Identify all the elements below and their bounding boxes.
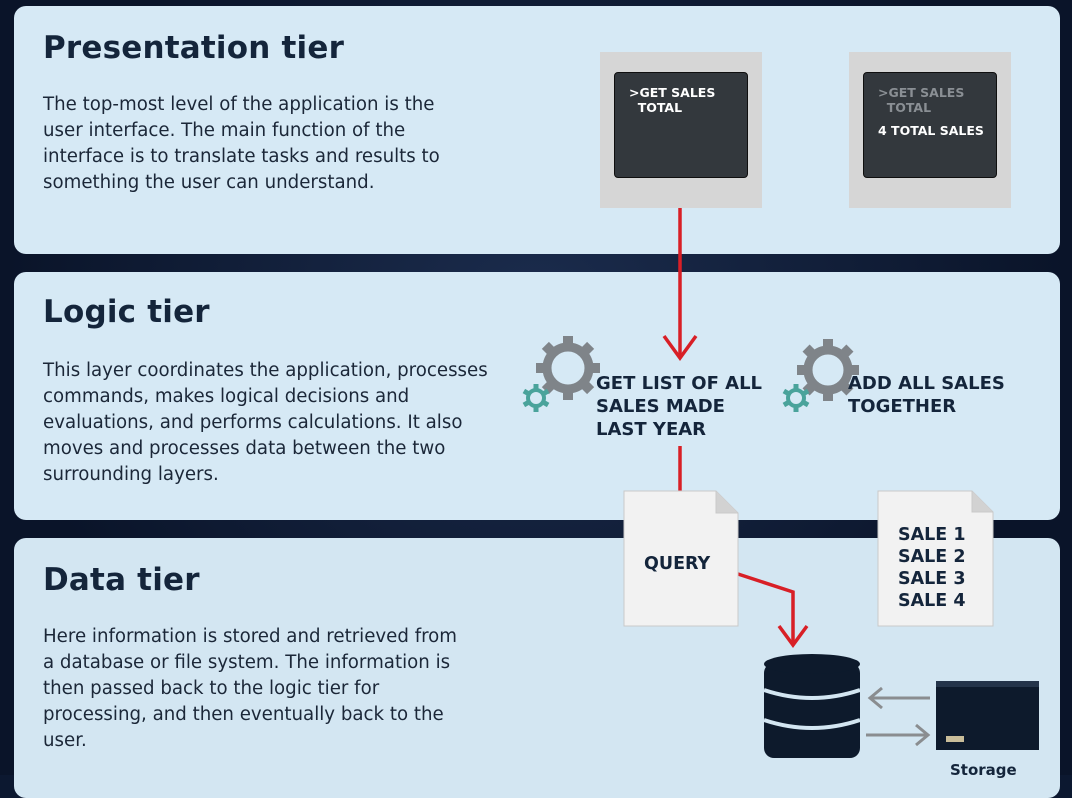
query-label: QUERY <box>644 554 711 574</box>
document-icon <box>623 490 739 627</box>
small-gear-icon <box>782 384 810 412</box>
storage-label: Storage <box>950 761 1017 779</box>
small-gear-icon <box>522 384 550 412</box>
arrow-icon <box>866 686 931 747</box>
user-terminal-request: >GET SALES TOTAL <box>600 52 762 208</box>
terminal-screen: >GET SALES TOTAL 4 TOTAL SALES <box>863 72 997 178</box>
database-icon <box>763 654 861 758</box>
logic-tier-panel: Logic tier This layer coordinates the ap… <box>14 272 1060 520</box>
document-icon <box>877 490 994 627</box>
presentation-tier-title: Presentation tier <box>43 30 345 66</box>
user-terminal-result: >GET SALES TOTAL 4 TOTAL SALES <box>849 52 1011 208</box>
sales-list: SALE 1 SALE 2 SALE 3 SALE 4 <box>898 525 966 611</box>
request-arrow <box>662 208 698 361</box>
logic-tier-description: This layer coordinates the application, … <box>43 360 488 485</box>
query-arrow <box>737 572 809 648</box>
diagram-connectors <box>522 208 1039 758</box>
logic-step-get-list: GET LIST OF ALL SALES MADE LAST YEAR <box>596 373 763 440</box>
storage-box-icon <box>936 681 1039 750</box>
logic-tier-title: Logic tier <box>43 294 210 330</box>
logic-step-add-all: ADD ALL SALES TOGETHER <box>848 373 1005 417</box>
presentation-tier-description: The top-most level of the application is… <box>43 94 440 193</box>
terminal-command: >GET SALES TOTAL <box>878 85 965 115</box>
terminal-screen: >GET SALES TOTAL <box>614 72 748 178</box>
data-tier-description: Here information is stored and retrieved… <box>43 626 458 751</box>
terminal-command: >GET SALES TOTAL <box>629 85 716 115</box>
terminal-result: 4 TOTAL SALES <box>878 123 984 138</box>
data-tier-title: Data tier <box>43 562 200 598</box>
